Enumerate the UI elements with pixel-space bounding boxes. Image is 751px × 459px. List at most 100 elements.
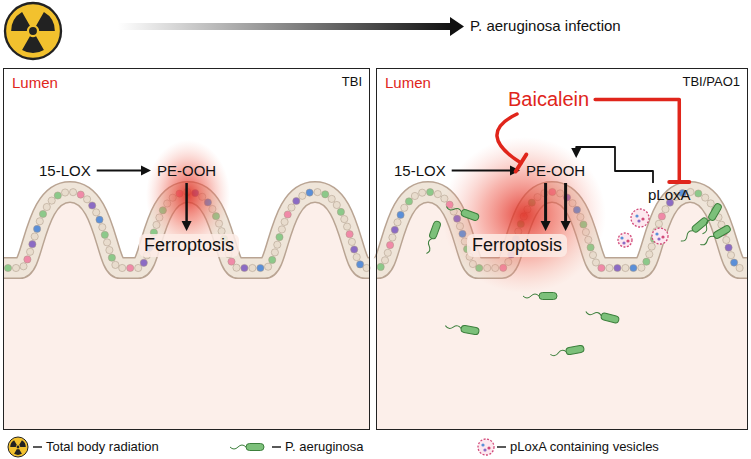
- legend-dash: [497, 446, 506, 448]
- epithelial-cell: [419, 189, 426, 196]
- epithelial-cell: [265, 263, 272, 270]
- region-label: Lumen: [12, 74, 58, 91]
- bacterium-body: [246, 444, 264, 451]
- epithelial-cell: [108, 254, 115, 261]
- epithelial-cell: [411, 192, 418, 199]
- radiation-blade: [11, 12, 30, 31]
- flagellum: [550, 350, 566, 357]
- bacterium-body: [707, 202, 722, 221]
- bacterium-body: [460, 209, 479, 222]
- bacterium: [523, 293, 557, 300]
- epithelial-cell: [29, 241, 36, 248]
- epithelial-cell: [377, 263, 384, 270]
- radiation-blade: [36, 12, 55, 31]
- region-label: Lumen: [385, 74, 431, 91]
- legend-dash: [33, 446, 42, 448]
- legend-dash: [272, 446, 281, 448]
- bacterium: [699, 224, 732, 247]
- arrow-connector: [186, 183, 187, 223]
- epithelial-cell: [281, 218, 288, 225]
- epithelial-cell: [135, 264, 142, 271]
- epithelial-cell: [70, 189, 77, 196]
- connector-line: [497, 114, 521, 163]
- epithelial-cell: [278, 226, 285, 233]
- epithelial-cell: [274, 241, 281, 248]
- arrow-head: [571, 148, 581, 158]
- epithelial-cell: [333, 201, 340, 208]
- epithelial-cell: [96, 216, 103, 223]
- flagellum: [230, 445, 246, 449]
- epithelial-cell: [658, 213, 665, 220]
- epithelial-cell: [249, 264, 256, 271]
- vesicle-cargo: [635, 214, 638, 217]
- node-text: 15-LOX: [394, 162, 446, 179]
- node-text: Baicalein: [508, 88, 589, 111]
- radiation-blade: [19, 440, 26, 447]
- molecule-label: 15-LOX: [36, 161, 94, 180]
- epithelial-cell: [353, 254, 360, 261]
- epithelial-cell: [391, 226, 398, 233]
- epithelial-cell: [328, 195, 335, 202]
- gradient-arrow: [118, 23, 452, 30]
- flagellum: [680, 229, 695, 242]
- molecule-label: pLoxA: [645, 185, 694, 204]
- epithelial-cell: [348, 238, 355, 245]
- epithelial-cell: [630, 264, 637, 271]
- epithelial-cell: [397, 211, 404, 218]
- epithelial-cell: [89, 202, 96, 209]
- arrow-connector: [97, 170, 143, 171]
- panel-ground: [3, 68, 370, 430]
- epithelial-cell: [381, 257, 388, 264]
- epithelial-cell: [62, 189, 69, 196]
- epithelial-cell: [646, 251, 653, 258]
- epithelial-cell: [401, 204, 408, 211]
- node-text: PE-OOH: [157, 162, 216, 179]
- epithelial-cell: [104, 239, 111, 246]
- epithelial-cell: [288, 204, 295, 211]
- epithelial-cell: [405, 198, 412, 205]
- epithelial-cell: [101, 231, 108, 238]
- epithelial-cell: [4, 264, 11, 271]
- epithelial-cell: [346, 231, 353, 238]
- epithelial-cell: [127, 264, 134, 271]
- epithelial-cell: [293, 197, 300, 204]
- epithelial-cell: [106, 247, 113, 254]
- epithelial-cell: [387, 242, 394, 249]
- bacterium-body: [539, 293, 557, 300]
- epithelial-cell: [93, 209, 100, 216]
- epithelial-cell: [662, 206, 669, 213]
- epithelial-cell: [257, 264, 264, 271]
- legend-text: Total body radiation: [46, 439, 159, 454]
- epithelial-cell: [31, 233, 38, 240]
- radiation-blade: [14, 449, 22, 455]
- epithelial-cell: [723, 236, 730, 243]
- epithelial-cell: [84, 196, 91, 203]
- panel-ground: [376, 68, 748, 430]
- epithelial-cell: [384, 249, 391, 256]
- node-text: pLoxA: [648, 186, 691, 203]
- arrow-head: [561, 221, 571, 231]
- vesicle-cargo: [641, 217, 644, 220]
- connector-line: [576, 147, 653, 183]
- epithelial-cell: [351, 246, 358, 253]
- radiation-blade: [22, 36, 44, 53]
- node-text: 15-LOX: [39, 162, 91, 179]
- epithelial-cell: [77, 191, 84, 198]
- epithelial-cell: [24, 256, 31, 263]
- epithelial-cell: [314, 189, 321, 196]
- epithelial-cell: [20, 263, 27, 270]
- node-text: PE-OOH: [526, 162, 585, 179]
- vesicle-membrane: [478, 439, 494, 455]
- epithelial-cell: [731, 259, 738, 266]
- bacterium: [445, 203, 479, 221]
- bacterium-body: [461, 325, 480, 335]
- inhibition-bar: [669, 180, 689, 184]
- epithelial-cell: [337, 208, 344, 215]
- vesicle-cargo: [481, 443, 484, 446]
- flagellum: [425, 238, 434, 254]
- epithelial-cell: [592, 259, 599, 266]
- node-text: Ferroptosis: [472, 235, 562, 256]
- flagellum: [446, 205, 462, 214]
- bacterium: [550, 345, 585, 358]
- timeline-label: P. aeruginosa infection: [470, 17, 621, 34]
